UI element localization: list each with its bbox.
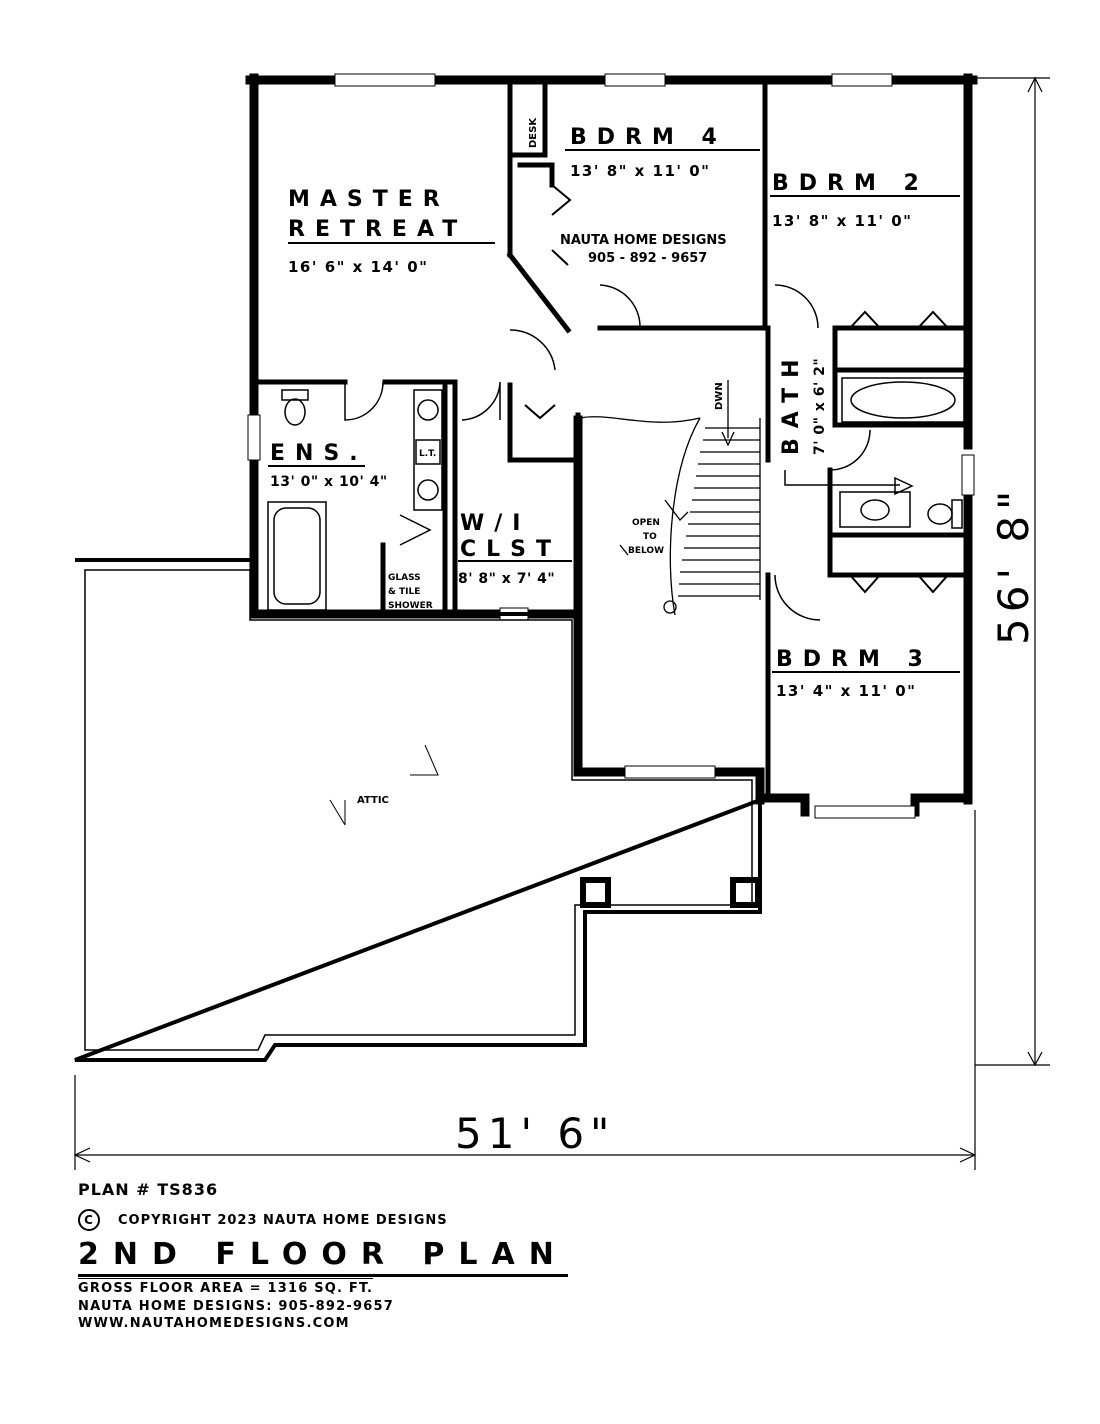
ens-dimension: 13' 0" x 10' 4" — [270, 474, 388, 490]
company-phone: NAUTA HOME DESIGNS: 905-892-9657 — [78, 1299, 394, 1314]
open-to-below-line2: TO — [643, 532, 657, 542]
bdrm2-title: BDRM 2 — [772, 171, 929, 196]
shower-label-line2: & TILE — [388, 587, 420, 597]
dimension-lines — [73, 76, 1050, 1170]
master-dimension: 16' 6" x 14' 0" — [288, 258, 429, 276]
bdrm4-title: BDRM 4 — [570, 125, 727, 150]
shower-label-line3: SHOWER — [388, 601, 433, 611]
bdrm3-dimension: 13' 4" x 11' 0" — [776, 682, 917, 700]
interior-walls — [255, 77, 971, 803]
master-title-line2: RETREAT — [288, 217, 467, 242]
wic-dimension: 8' 8" x 7' 4" — [458, 571, 555, 587]
fixtures — [267, 377, 965, 611]
copyright-line: C COPYRIGHT 2023 NAUTA HOME DESIGNS — [78, 1209, 638, 1231]
overall-depth-label: 56' 8" — [989, 485, 1038, 645]
attic-outline — [74, 558, 762, 1062]
closet-doors — [524, 184, 949, 594]
company-website: WWW.NAUTAHOMEDESIGNS.COM — [78, 1316, 350, 1331]
staircase — [579, 380, 761, 616]
gross-floor-area: GROSS FLOOR AREA = 1316 SQ. FT. — [78, 1278, 374, 1296]
plan-title: 2ND FLOOR PLAN — [78, 1237, 568, 1277]
shower-label-line1: GLASS — [388, 573, 421, 583]
doors — [344, 284, 871, 621]
open-to-below-line1: OPEN — [632, 518, 660, 528]
desk-label: DESK — [528, 117, 539, 148]
open-to-below-line3: BELOW — [628, 546, 664, 556]
bdrm4-dimension: 13' 8" x 11' 0" — [570, 162, 711, 180]
bdrm3-title: BDRM 3 — [776, 647, 933, 672]
attic-label: ATTIC — [357, 795, 389, 806]
master-title-line1: MASTER — [288, 187, 450, 212]
ens-title: ENS. — [270, 441, 368, 466]
wic-title-line2: CLST — [460, 537, 561, 562]
bdrm2-dimension: 13' 8" x 11' 0" — [772, 212, 913, 230]
linen-tower-label: L.T. — [419, 449, 436, 459]
watermark-phone: 905 - 892 - 9657 — [588, 251, 707, 266]
title-block: PLAN # TS836 C COPYRIGHT 2023 NAUTA HOME… — [78, 1180, 638, 1331]
plan-number: PLAN # TS836 — [78, 1180, 219, 1199]
overall-width-label: 51' 6" — [455, 1109, 615, 1158]
wic-title-line1: W/I — [460, 511, 531, 536]
copyright-text: COPYRIGHT 2023 NAUTA HOME DESIGNS — [118, 1212, 448, 1228]
stair-down-label: DWN — [714, 382, 725, 410]
bath-dimension: 7' 0" x 6' 2" — [812, 358, 828, 455]
copyright-icon: C — [78, 1209, 100, 1231]
watermark-name: NAUTA HOME DESIGNS — [560, 233, 727, 248]
bath-title: BATH — [779, 349, 804, 455]
